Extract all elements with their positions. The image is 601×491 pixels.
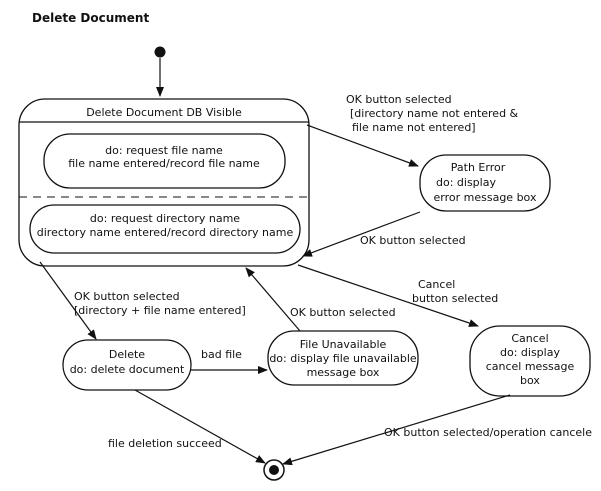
region1-state	[43, 133, 286, 189]
transition-cancel-final	[282, 394, 511, 466]
region2-line2: directory name entered/record directory …	[37, 226, 294, 239]
path-error-state: Path Error do: display error message box	[419, 154, 551, 212]
file-unavailable-state: File Unavailable do: display file unavai…	[267, 330, 419, 386]
path-error-line2: do: display	[436, 176, 496, 189]
file-unavailable-line2: do: display file unavailable	[269, 352, 417, 365]
region1-line1: do: request file name	[105, 144, 223, 157]
delete-line2: do: delete document	[70, 363, 185, 376]
label-cancel-final: OK button selected/operation cancele	[384, 426, 592, 439]
cancel-state: Cancel do: display cancel message box	[469, 325, 591, 397]
label-from-file-unavailable: OK button selected	[290, 306, 396, 319]
transition-to-path-error	[306, 124, 419, 167]
label-to-path-error-3: file name not entered]	[352, 121, 476, 134]
initial-state	[154, 46, 166, 58]
label-to-delete-2: [directory + file name entered]	[74, 304, 246, 317]
diagram-title: Delete Document	[32, 11, 149, 25]
region1-line2: file name entered/record file name	[68, 157, 260, 170]
cancel-name: Cancel	[511, 332, 548, 345]
file-unavailable-line3: message box	[307, 366, 380, 379]
label-to-delete-1: OK button selected	[74, 290, 180, 303]
cancel-line4: box	[520, 374, 540, 387]
delete-name: Delete	[109, 348, 145, 361]
delete-state: Delete do: delete document	[62, 339, 192, 391]
label-delete-success: file deletion succeed	[108, 437, 222, 450]
transition-from-path-error	[302, 211, 421, 257]
label-bad-file: bad file	[201, 348, 242, 361]
cancel-line3: cancel message	[486, 360, 575, 373]
label-to-cancel-1: Cancel	[418, 278, 455, 291]
path-error-name: Path Error	[451, 161, 506, 174]
transition-to-cancel	[297, 264, 479, 327]
composite-state-name: Delete Document DB Visible	[86, 106, 242, 119]
region2-line1: do: request directory name	[90, 212, 240, 225]
cancel-line2: do: display	[500, 346, 560, 359]
label-to-cancel-2: button selected	[412, 292, 498, 305]
region2-state	[29, 204, 301, 254]
transition-delete-success	[134, 389, 266, 464]
composite-state: Delete Document DB Visible do: request f…	[18, 98, 310, 267]
label-to-path-error-2: [directory name not entered &	[350, 107, 519, 120]
transition-to-delete	[39, 261, 97, 340]
final-state	[263, 459, 285, 481]
label-from-path-error: OK button selected	[360, 234, 466, 247]
path-error-line3: error message box	[434, 191, 537, 204]
label-to-path-error-1: OK button selected	[346, 93, 452, 106]
file-unavailable-name: File Unavailable	[300, 338, 387, 351]
transition-from-file-unavailable	[245, 267, 301, 332]
